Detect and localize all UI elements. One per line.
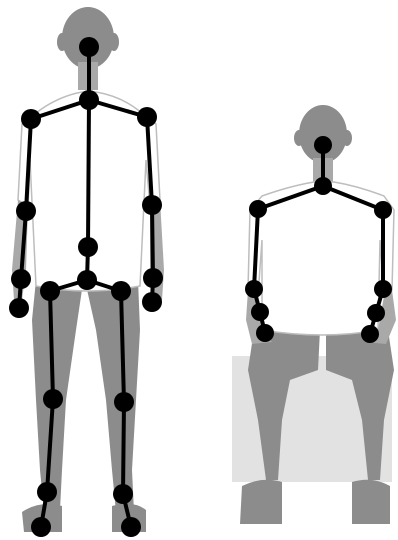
joint-right-wrist	[367, 304, 385, 322]
joint-left-hand	[256, 324, 274, 342]
joint-head	[79, 37, 99, 57]
joint-left-elbow	[245, 280, 263, 298]
joint-left-elbow	[16, 201, 36, 221]
joint-left-shoulder	[21, 109, 41, 129]
joint-left-knee	[43, 389, 63, 409]
bone-right-forearm	[152, 205, 153, 278]
joint-hip-center	[77, 270, 97, 290]
joint-head	[314, 136, 332, 154]
joint-right-hip	[111, 281, 131, 301]
joint-left-hip	[40, 281, 60, 301]
joint-neck	[314, 177, 332, 195]
joint-right-hand	[142, 292, 162, 312]
joint-right-wrist	[143, 268, 163, 288]
joint-right-shoulder	[374, 201, 392, 219]
bone-right-shin	[123, 402, 124, 494]
joint-left-ankle	[37, 482, 57, 502]
joint-left-foot	[31, 517, 51, 537]
joint-left-shoulder	[249, 200, 267, 218]
bone-spine	[88, 100, 89, 247]
joint-right-elbow	[142, 195, 162, 215]
joint-right-ankle	[113, 484, 133, 504]
joint-left-wrist	[11, 269, 31, 289]
joint-left-hand	[9, 298, 29, 318]
joint-neck	[79, 90, 99, 110]
joint-right-shoulder	[137, 107, 157, 127]
joint-right-foot	[121, 517, 141, 537]
joint-spine-mid	[78, 237, 98, 257]
joint-right-elbow	[374, 280, 392, 298]
joint-right-hand	[361, 325, 379, 343]
joint-left-wrist	[251, 303, 269, 321]
joint-right-knee	[114, 392, 134, 412]
